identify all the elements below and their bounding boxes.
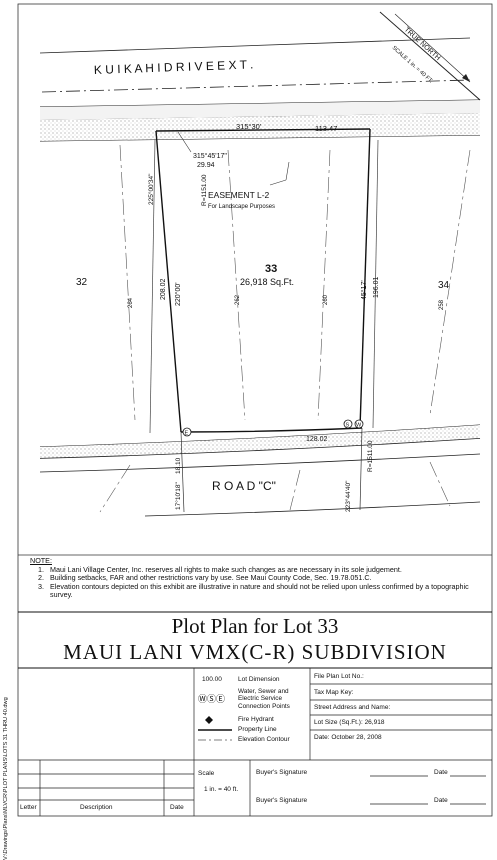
lot-number: 33 bbox=[265, 263, 277, 275]
left-bearing: 225°00'34" bbox=[147, 173, 155, 205]
street-label-top: K U I K A H I D R I V E E X T . bbox=[94, 57, 254, 77]
legend-property-line-label: Property Line bbox=[238, 726, 277, 733]
legend-hydrant-label: Fire Hydrant bbox=[238, 716, 274, 723]
top-distance: 113.47 bbox=[315, 124, 337, 133]
file-plan-field: File Plan Lot No.: bbox=[314, 673, 364, 680]
neighbor-lot-lines bbox=[149, 139, 379, 434]
neighbor-lot-left: 32 bbox=[76, 277, 88, 288]
right-bearing: 45°17' bbox=[360, 280, 368, 300]
curve-bearing: 315°45'17" bbox=[193, 152, 227, 160]
neighbor-lot-right: 34 bbox=[438, 280, 450, 291]
elevation-contours bbox=[99, 144, 471, 513]
note-item: 2.Building setbacks, FAR and other restr… bbox=[38, 573, 372, 583]
curve-radius: R=1151.00 bbox=[201, 174, 208, 206]
title-block-grid bbox=[18, 668, 492, 816]
contour-260: 260 bbox=[323, 294, 329, 305]
street-label-bottom: R O A D "C" bbox=[212, 479, 276, 493]
curve-distance: 29.94 bbox=[197, 162, 215, 169]
legend-connection-label: Water, Sewer and Electric Service Connec… bbox=[238, 688, 290, 710]
contour-258: 258 bbox=[439, 299, 445, 310]
revision-header-date: Date bbox=[170, 804, 184, 811]
lot-front-line bbox=[180, 427, 363, 433]
service-markers bbox=[182, 419, 364, 437]
right-distance: 196.01 bbox=[373, 276, 380, 298]
notes-heading: NOTE: bbox=[30, 556, 52, 565]
bottom-right-radius: R=1511.00 bbox=[367, 440, 374, 472]
road-c-extensions bbox=[180, 427, 363, 513]
scale-label: Scale bbox=[198, 770, 215, 777]
left-distance-inner: 220°00' bbox=[174, 282, 182, 306]
revision-header-letter: Letter bbox=[20, 804, 37, 811]
easement-title: EASEMENT L-2 bbox=[208, 190, 270, 200]
date-field: Date: October 28, 2008 bbox=[314, 734, 382, 741]
buyer-signature-label-2: Buyer's Signature bbox=[256, 797, 308, 804]
legend-symbols bbox=[198, 716, 232, 741]
north-arrow bbox=[379, 11, 481, 101]
street-address-field: Street Address and Name: bbox=[314, 704, 391, 711]
drawing-file-path: V:\Drawings\Plans\MLVCR\PLOT PLANS\LOTS … bbox=[3, 697, 9, 860]
fire-hydrant-icon bbox=[205, 716, 213, 724]
signature-date-label-1: Date bbox=[434, 769, 448, 776]
signature-date-label-2: Date bbox=[434, 797, 448, 804]
lot-area: 26,918 Sq.Ft. bbox=[240, 277, 294, 287]
drawing-canvas: K U I K A H I D R I V E E X T . TRUE NOR… bbox=[17, 3, 493, 817]
marker-e: E bbox=[185, 431, 189, 437]
contour-264: 264 bbox=[128, 297, 134, 308]
sheet-border bbox=[17, 3, 493, 817]
legend-lot-dimension-label: Lot Dimension bbox=[238, 676, 280, 683]
legend-connection-icons: ⓌⓈⒺ bbox=[198, 694, 226, 704]
buyer-signature-label-1: Buyer's Signature bbox=[256, 769, 308, 776]
top-bearing: 315°30' bbox=[236, 122, 262, 131]
marker-w: W bbox=[356, 423, 362, 429]
marker-s: S bbox=[346, 423, 350, 429]
note-item: 1.Maui Lani Village Center, Inc. reserve… bbox=[38, 565, 402, 574]
bottom-distance: 128.02 bbox=[306, 436, 328, 443]
note-item: 3.Elevation contours depicted on this ex… bbox=[38, 581, 469, 600]
legend-lot-dimension-value: 100.00 bbox=[202, 676, 222, 683]
curve-leaders bbox=[177, 131, 290, 186]
bottom-right-bearing: 223°44'40" bbox=[344, 480, 352, 512]
legend-elevation-label: Elevation Contour bbox=[238, 736, 290, 743]
notes-list: 1.Maui Lani Village Center, Inc. reserve… bbox=[30, 565, 492, 600]
road-c-strip bbox=[40, 425, 480, 458]
scale-value: 1 in. = 40 ft. bbox=[204, 786, 239, 793]
bottom-left-angle: 17°10'18" bbox=[174, 481, 182, 510]
title-line-1: Plot Plan for Lot 33 bbox=[171, 614, 339, 638]
bottom-left-label: 18.10 bbox=[175, 457, 182, 474]
easement-subtitle: For Landscape Purposes bbox=[208, 204, 275, 210]
left-distance-outer: 208.02 bbox=[160, 278, 167, 300]
lot-size-field: Lot Size (Sq.Ft.): 26,918 bbox=[314, 719, 385, 726]
lot-33-boundary bbox=[155, 128, 371, 433]
plot-plan-sheet: K U I K A H I D R I V E E X T . TRUE NOR… bbox=[3, 3, 493, 860]
revision-header-description: Description bbox=[80, 804, 113, 811]
tax-map-field: Tax Map Key: bbox=[314, 689, 354, 696]
title-line-2: MAUI LANI VMX(C-R) SUBDIVISION bbox=[63, 640, 447, 664]
contour-262: 262 bbox=[235, 294, 241, 305]
